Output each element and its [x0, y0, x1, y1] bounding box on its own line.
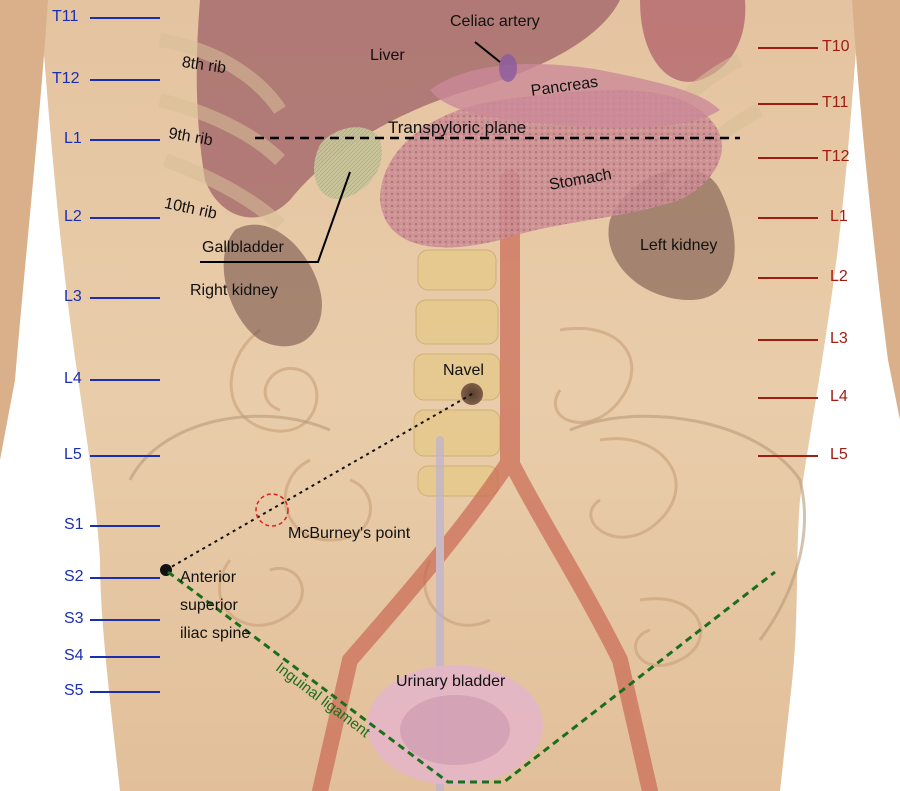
left-level-l4: L4	[64, 371, 82, 387]
left-level-l3: L3	[64, 289, 82, 305]
label-navel: Navel	[443, 363, 484, 379]
label-liver: Liver	[370, 48, 405, 64]
left-level-s4: S4	[64, 648, 84, 664]
right-level-l1: L1	[830, 209, 848, 225]
label-asis-line2: superior	[180, 598, 238, 614]
celiac-artery-shape	[499, 54, 517, 82]
bladder-inner	[400, 695, 510, 765]
left-level-l5: L5	[64, 447, 82, 463]
right-level-l4: L4	[830, 389, 848, 405]
label-urinary-bladder: Urinary bladder	[396, 674, 505, 690]
left-level-s5: S5	[64, 683, 84, 699]
label-gallbladder: Gallbladder	[202, 240, 284, 256]
left-level-t12: T12	[52, 71, 80, 87]
left-level-t11: T11	[52, 9, 78, 25]
right-arm	[0, 0, 48, 460]
right-level-l2: L2	[830, 269, 848, 285]
label-celiac-artery: Celiac artery	[450, 14, 540, 30]
right-level-l5: L5	[830, 447, 848, 463]
label-transpyloric-plane: Transpyloric plane	[388, 119, 526, 136]
left-level-s2: S2	[64, 569, 84, 585]
label-left-kidney: Left kidney	[640, 238, 717, 254]
label-asis-line1: Anterior	[180, 570, 236, 586]
left-level-l2: L2	[64, 209, 82, 225]
right-level-t12: T12	[822, 149, 850, 165]
label-right-kidney: Right kidney	[190, 283, 278, 299]
left-level-s3: S3	[64, 611, 84, 627]
right-level-l3: L3	[830, 331, 848, 347]
left-level-l1: L1	[64, 131, 82, 147]
left-level-s1: S1	[64, 517, 84, 533]
right-level-t10: T10	[822, 39, 850, 55]
label-asis-line3: iliac spine	[180, 626, 250, 642]
label-mcburneys-point: McBurney's point	[288, 526, 410, 542]
right-level-t11: T11	[822, 95, 848, 111]
left-arm	[852, 0, 900, 420]
